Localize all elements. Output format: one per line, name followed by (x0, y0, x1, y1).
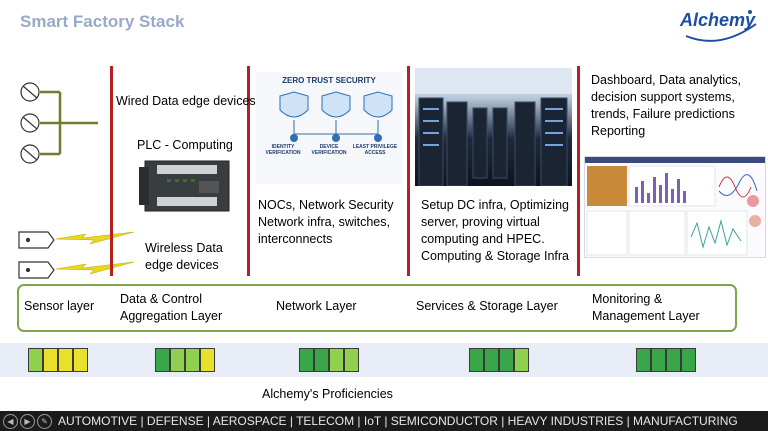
proficiency-square (651, 348, 666, 372)
logo-swoosh-icon (685, 10, 757, 42)
plc-label: PLC - Computing (137, 138, 233, 152)
wireless-label-line2: edge devices (145, 258, 219, 272)
wired-sensor-icons (20, 82, 98, 164)
layer-data-control-line2: Aggregation Layer (120, 309, 223, 323)
zero-trust-panel: ZERO TRUST SECURITY IDENTITY VERIFICATIO… (256, 72, 402, 184)
divider-3 (407, 66, 410, 276)
layer-monitoring-line2: Management Layer (592, 309, 700, 323)
industries-list: AUTOMOTIVE | DEFENSE | AEROSPACE | TELEC… (58, 414, 738, 428)
slide-title: Smart Factory Stack (20, 12, 185, 31)
proficiency-square (329, 348, 344, 372)
layer-network: Network Layer (276, 299, 357, 313)
wireless-label-line1: Wireless Data (145, 241, 223, 255)
divider-4 (577, 66, 580, 276)
proficiency-square (299, 348, 314, 372)
proficiency-square (636, 348, 651, 372)
proficiency-square (28, 348, 43, 372)
proficiency-label: Alchemy's Proficiencies (262, 387, 393, 401)
dc-desc-line3: computing and HPEC. (421, 232, 545, 246)
proficiency-square (314, 348, 329, 372)
divider-2 (247, 66, 250, 276)
proficiency-group-4 (469, 348, 529, 372)
layer-data-control-line1: Data & Control (120, 292, 202, 306)
zero-trust-diagram-icon (279, 91, 393, 142)
proficiency-square (666, 348, 681, 372)
mon-desc-line3: trends, Failure predictions (591, 107, 735, 121)
dashboard-charts-icon (585, 157, 765, 256)
layers-frame (17, 284, 737, 332)
divider-1 (110, 66, 113, 276)
proficiency-square (469, 348, 484, 372)
proficiency-square (58, 348, 73, 372)
zero-trust-title: ZERO TRUST SECURITY (282, 76, 376, 85)
network-desc-line1: NOCs, Network Security (258, 198, 394, 212)
datacenter-image (415, 68, 572, 186)
layer-services: Services & Storage Layer (416, 299, 558, 313)
dashboard-screenshot (584, 156, 766, 258)
dc-desc-line2: server, proving virtual (421, 215, 540, 229)
proficiency-square (155, 348, 170, 372)
prev-slide-icon[interactable]: ◀ (3, 414, 18, 429)
proficiency-square (73, 348, 88, 372)
next-slide-icon[interactable]: ▶ (20, 414, 35, 429)
proficiency-group-3 (299, 348, 359, 372)
mon-desc-line4: Reporting (591, 124, 646, 138)
mon-desc-line2: decision support systems, (591, 90, 735, 104)
zt-identity: IDENTITY VERIFICATION (265, 144, 301, 156)
footer-bar: ◀ ▶ ✎ AUTOMOTIVE | DEFENSE | AEROSPACE |… (0, 411, 768, 431)
network-desc-line2: Network infra, switches, (258, 215, 390, 229)
layer-sensor: Sensor layer (24, 299, 95, 313)
mon-desc-line1: Dashboard, Data analytics, (591, 73, 742, 87)
proficiency-square (344, 348, 359, 372)
proficiency-square (43, 348, 58, 372)
proficiency-square (170, 348, 185, 372)
network-desc-line3: interconnects (258, 232, 333, 246)
plc-device-icon (139, 160, 230, 212)
zt-least-privilege: LEAST PRIVILEGE ACCESS (352, 144, 398, 156)
server-racks-icon (415, 68, 572, 186)
proficiency-square (484, 348, 499, 372)
proficiency-square (499, 348, 514, 372)
logo-text: Alchemy (680, 10, 756, 30)
wired-devices-label: Wired Data edge devices (116, 94, 256, 108)
proficiency-group-1 (28, 348, 88, 372)
proficiency-square (185, 348, 200, 372)
proficiency-square (200, 348, 215, 372)
wireless-sensor-icons (18, 231, 135, 279)
proficiency-group-5 (636, 348, 696, 372)
proficiency-square (514, 348, 529, 372)
pen-tool-icon[interactable]: ✎ (37, 414, 52, 429)
dc-desc-line1: Setup DC infra, Optimizing (421, 198, 569, 212)
alchemy-logo: Alchemy (680, 6, 760, 50)
dc-desc-line4: Computing & Storage Infra (421, 249, 569, 263)
proficiency-group-2 (155, 348, 215, 372)
proficiency-square (681, 348, 696, 372)
layer-monitoring-line1: Monitoring & (592, 292, 663, 306)
zt-device: DEVICE VERIFICATION (311, 144, 347, 156)
